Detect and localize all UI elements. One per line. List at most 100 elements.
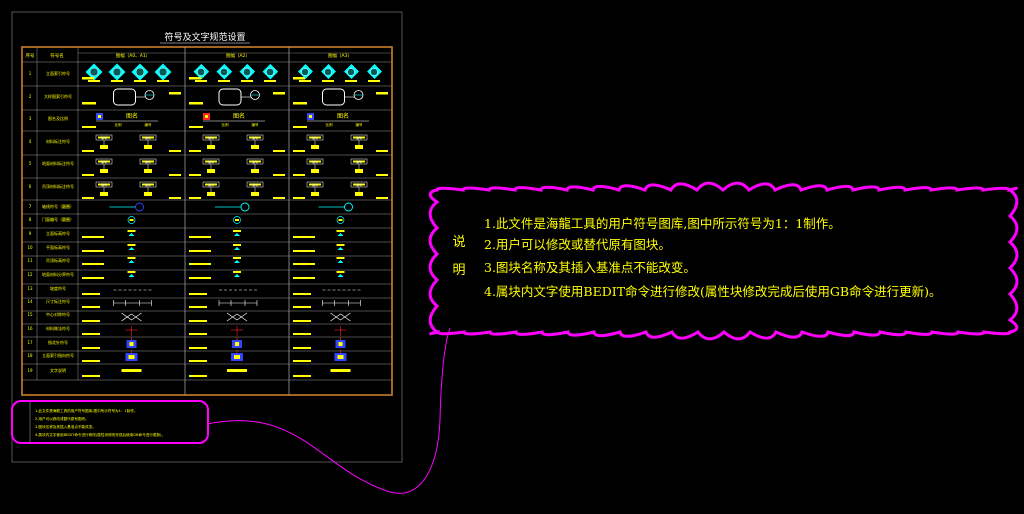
level-value — [336, 257, 345, 259]
callout-note-3: 3.图块名称及其插入基准点不能改变。 — [484, 260, 696, 275]
callout-note-1: 1.此文件是海龍工具的用户符号图库,图中所示符号为1：1制作。 — [484, 216, 841, 231]
callout-cloud — [428, 181, 1019, 341]
level-value — [233, 230, 241, 232]
dimension-label-bar — [189, 306, 207, 308]
callout-note-2: 2.用户可以修改或替代原有图块。 — [484, 237, 671, 252]
material-tag-number: 编号 — [356, 159, 362, 164]
material-tag-text — [205, 136, 217, 139]
row-name: 轴线符号（圆圈） — [42, 203, 74, 209]
material-tag-number: 编号 — [312, 182, 318, 187]
material-tag-text — [205, 160, 217, 163]
table-grid — [22, 47, 392, 395]
material-tag-number: 编号 — [312, 135, 318, 140]
material-tag-text — [309, 160, 321, 163]
material-tag-number: 编号 — [101, 159, 107, 164]
index-circle — [135, 67, 145, 77]
material-tag-base — [100, 145, 108, 149]
level-triangle — [128, 247, 135, 250]
callout-label-2: 明 — [452, 263, 465, 278]
level-value — [233, 244, 241, 246]
level-triangle — [128, 233, 135, 236]
level-label-bar — [293, 250, 315, 252]
title-marker-inner — [309, 115, 312, 118]
pointer-label-bar — [189, 360, 207, 362]
row-no: 3 — [29, 116, 32, 121]
material-tag-base — [311, 169, 319, 173]
detail-label-bar — [376, 92, 388, 95]
row-name: 地面材料标注符号 — [42, 160, 74, 166]
header-group-3: 图幅（A3） — [328, 52, 352, 59]
index-circle — [243, 68, 251, 76]
door-tag-circle — [336, 216, 345, 224]
level-triangle — [337, 247, 344, 250]
row-name: 吊顶材料标注符号 — [42, 183, 74, 189]
row-index-column: 1 2 3 4 5 6 7 8 9 10 11 12 13 14 15 16 1… — [27, 71, 33, 373]
material-tag-text — [98, 160, 110, 163]
row-name: 吊顶标高符号 — [46, 257, 70, 263]
row-no: 9 — [29, 231, 32, 236]
row-no: 18 — [27, 353, 33, 358]
title-marker-inner — [98, 115, 101, 118]
detail-label-bar — [273, 92, 285, 95]
north-label-bar — [293, 347, 311, 349]
material-label-bar — [273, 174, 285, 176]
row-name: 图名及比例 — [48, 115, 68, 121]
index-circle — [197, 68, 205, 76]
symmetry-label-bar — [189, 320, 207, 322]
detail-label-bar — [189, 102, 203, 105]
slope-label-bar — [189, 293, 207, 295]
title-marker-inner — [205, 115, 208, 118]
material-label-bar — [376, 150, 388, 152]
table-frame — [21, 46, 393, 396]
material-tag-number: 编号 — [356, 182, 362, 187]
detail-rect — [322, 88, 345, 106]
material-tag-number: 编号 — [356, 135, 362, 140]
row-name: 坡度符号 — [50, 285, 66, 291]
material-tag-text — [142, 136, 154, 139]
door-tag-circle — [127, 216, 136, 224]
material-label-bar — [82, 150, 94, 152]
text-note-bar — [227, 369, 247, 372]
material-label-bar — [82, 174, 94, 176]
level-label-bar — [189, 277, 211, 279]
index-label-bar — [189, 77, 201, 80]
material-tag-base — [144, 169, 152, 173]
header-col-index: 序号 — [26, 52, 35, 59]
material-tag-base — [207, 145, 215, 149]
level-value — [127, 230, 136, 232]
level-label-bar — [82, 263, 104, 265]
text-note-label-bar — [293, 375, 311, 377]
mini-notes-highlight — [11, 400, 209, 444]
index-circle — [158, 67, 168, 77]
index-circle — [347, 68, 355, 76]
material-tag-text — [353, 160, 365, 163]
callout-leader-line — [206, 327, 451, 494]
row-name: 立面索引符号 — [46, 70, 70, 76]
material-tag-text — [353, 183, 365, 186]
level-triangle — [337, 233, 344, 236]
material-label-bar — [293, 197, 305, 199]
material-tag-text — [142, 160, 154, 163]
title-label-bar — [189, 126, 203, 128]
material-tag-base — [251, 192, 259, 196]
material-label-bar — [82, 197, 94, 199]
index-label-bar — [82, 77, 94, 80]
mini-note-2: 2.用户可以修改或替代原有图块。 — [35, 416, 89, 421]
index-label-bar — [241, 80, 253, 82]
row-no: 1 — [29, 71, 32, 76]
north-label-bar — [82, 347, 100, 349]
text-note-label-bar — [82, 375, 100, 377]
material-tag-text — [353, 136, 365, 139]
level-value — [127, 271, 136, 273]
index-label-bar — [368, 80, 380, 82]
symmetry-label-bar — [82, 320, 100, 322]
figure-number-label: 编号 — [356, 122, 364, 127]
row-name: 指北针符号 — [48, 339, 68, 345]
row-name-column: 立面索引符号 大样图索引符号 图名及比例 材料标注符号 地面材料标注符号 吊顶材… — [42, 70, 74, 373]
row-name: 平面标高符号 — [46, 244, 70, 250]
row-name: 中心对称符号 — [46, 311, 70, 317]
header-group-2: 图幅（A2） — [226, 52, 250, 59]
material-tag-number: 编号 — [312, 159, 318, 164]
index-label-bar — [157, 80, 169, 82]
